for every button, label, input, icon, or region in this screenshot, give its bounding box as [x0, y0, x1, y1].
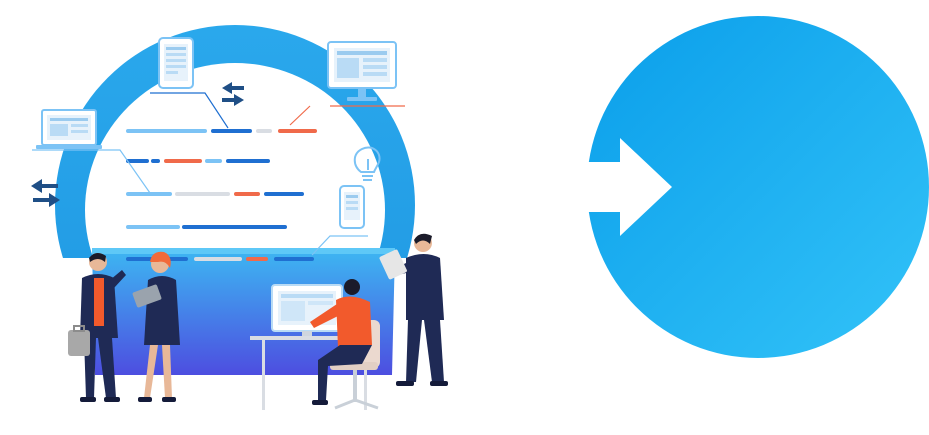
- connector-lines: [32, 92, 405, 256]
- workflow-lines: [126, 129, 317, 261]
- man-at-computer-desk: [310, 279, 372, 405]
- lightbulb-icon: [353, 146, 381, 181]
- next-step-badge: [587, 16, 929, 358]
- monitor-icon: [327, 41, 397, 101]
- tablet-icon: [158, 37, 194, 89]
- man-on-phone-with-briefcase: [68, 252, 126, 402]
- woman-with-tablet: [132, 251, 180, 402]
- swap-arrows-icon: [31, 179, 60, 207]
- swap-arrows-icon: [222, 82, 244, 106]
- laptop-icon: [36, 109, 102, 149]
- phone-icon: [339, 185, 365, 229]
- right-arrow-icon: [587, 138, 672, 236]
- desk-workstation: [250, 284, 380, 410]
- man-with-clipboard: [379, 233, 448, 386]
